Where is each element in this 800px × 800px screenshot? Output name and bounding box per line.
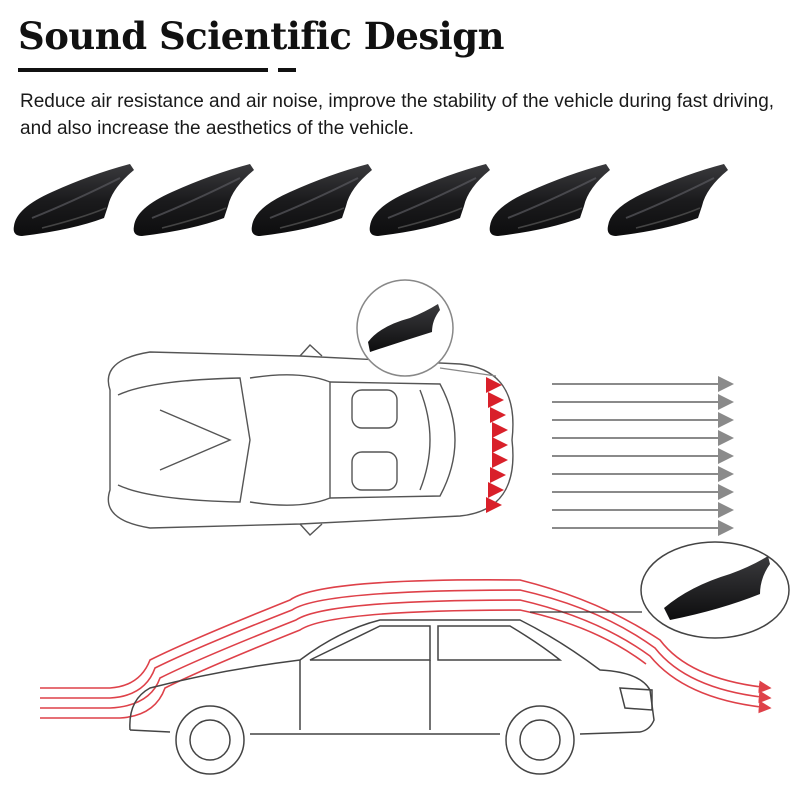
side-airflow-lines [40, 579, 772, 719]
shark-fin-spoiler-icon [664, 556, 770, 620]
shark-fin-spoiler-icon [250, 163, 373, 237]
rear-airflow-markers [486, 377, 508, 513]
shark-fin-spoiler-icon [12, 163, 136, 237]
zoom-bubble-top [356, 279, 497, 377]
car-side-view [129, 619, 655, 775]
shark-fin-spoiler-icon [368, 163, 491, 237]
fin-row-graphic [12, 163, 729, 237]
shark-fin-spoiler-icon [606, 163, 729, 237]
airflow-diagram [0, 260, 800, 800]
product-fin-row [0, 150, 800, 245]
title-underline-accent [278, 68, 296, 72]
shark-fin-spoiler-icon [488, 163, 611, 237]
shark-fin-spoiler-icon [368, 304, 440, 352]
gray-airflow-arrows [552, 376, 734, 536]
car-top-view [107, 344, 514, 536]
zoom-bubble-side [530, 541, 790, 639]
page-title: Sound Scientific Design [18, 14, 505, 58]
title-underline [18, 68, 268, 72]
shark-fin-spoiler-icon [132, 163, 255, 237]
product-description: Reduce air resistance and air noise, imp… [20, 91, 775, 139]
